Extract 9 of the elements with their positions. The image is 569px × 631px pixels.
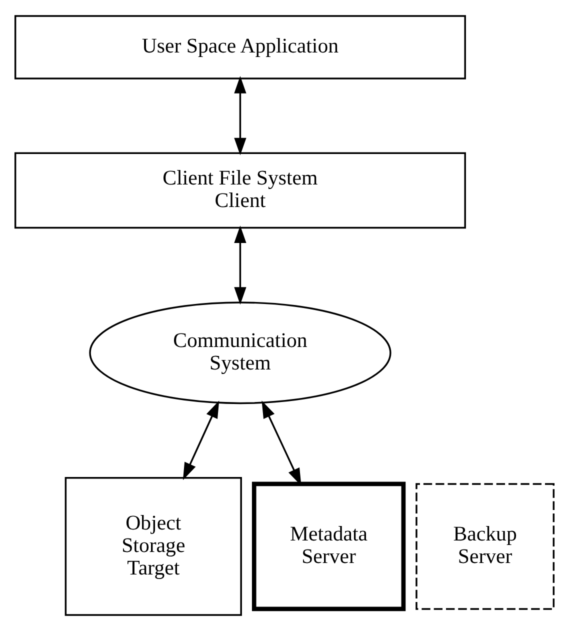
arrow [234, 226, 246, 305]
node-box: Metadata Server [252, 482, 406, 612]
node-box: Client File System Client [14, 152, 466, 229]
node-box: Object Storage Target [64, 477, 242, 616]
node-ellipse: Communication System [89, 302, 392, 404]
node-box: Backup Server [416, 483, 555, 610]
node-box: User Space Application [14, 15, 466, 80]
arrow [182, 400, 220, 480]
arrow [234, 76, 246, 156]
